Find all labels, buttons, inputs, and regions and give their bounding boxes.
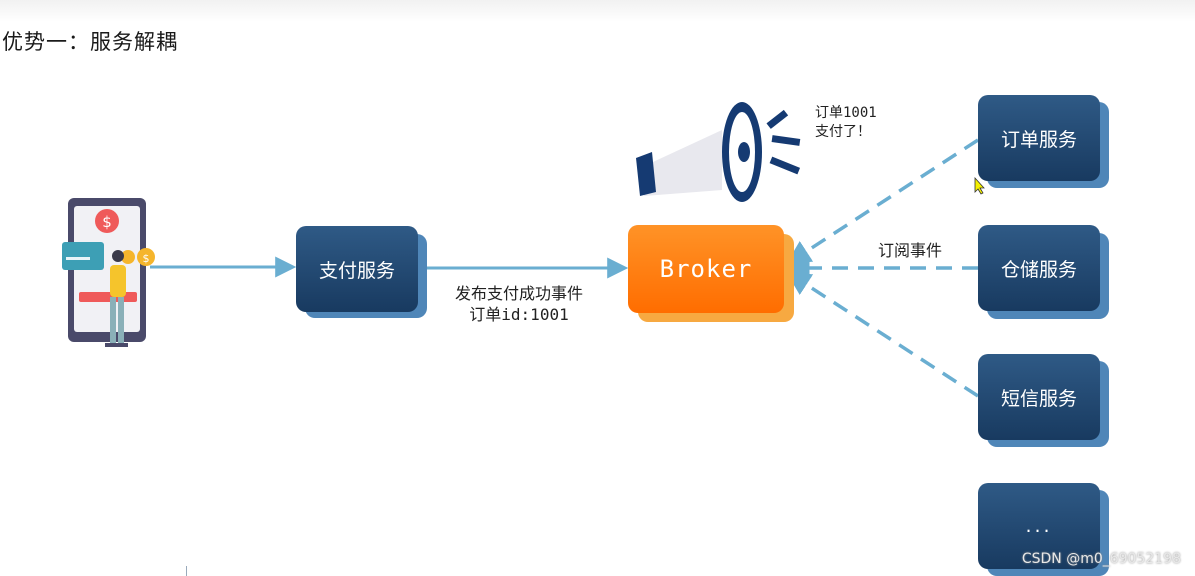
arrow-order-to-broker <box>785 138 979 265</box>
divider-mark <box>186 566 187 576</box>
publish-event-line1: 发布支付成功事件 <box>454 284 583 303</box>
megaphone-icon <box>636 102 801 202</box>
announcement-line1: 订单1001 <box>815 105 877 121</box>
announcement-callout: 订单1001 支付了！ <box>815 104 877 142</box>
announcement-line2: 支付了！ <box>815 124 871 140</box>
page-title: 优势一：服务解耦 <box>2 30 178 54</box>
phone-payment-icon: $ $ <box>62 198 155 347</box>
top-bar <box>0 0 1195 22</box>
publish-event-label: 发布支付成功事件 订单id:1001 <box>438 283 600 325</box>
svg-text:$: $ <box>143 252 150 265</box>
warehouse-service-box[interactable]: 仓储服务 <box>978 225 1100 311</box>
watermark: CSDN @m0_69052198 <box>1021 551 1181 567</box>
subscribe-event-label: 订阅事件 <box>878 241 943 260</box>
order-service-box[interactable]: 订单服务 <box>978 95 1100 181</box>
sms-service-box[interactable]: 短信服务 <box>978 354 1100 440</box>
svg-text:$: $ <box>102 213 112 231</box>
publish-event-line2: 订单id:1001 <box>469 305 569 324</box>
mouse-cursor-icon <box>974 176 985 195</box>
more-services-box[interactable]: ... <box>978 483 1100 569</box>
broker-box[interactable]: Broker <box>628 225 784 313</box>
payment-service-box[interactable]: 支付服务 <box>296 226 418 312</box>
arrow-sms-to-broker <box>785 271 979 398</box>
